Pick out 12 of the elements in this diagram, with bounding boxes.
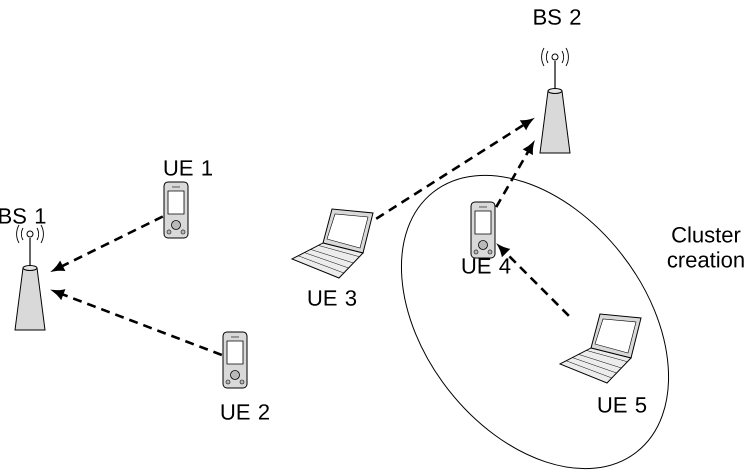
arrow xyxy=(376,119,532,220)
arrow xyxy=(53,290,222,356)
arrow xyxy=(495,142,534,208)
device-label: UE 2 xyxy=(222,404,269,420)
arrow xyxy=(498,245,570,317)
device-label: UE 5 xyxy=(598,397,646,413)
cluster-label: Cluster creation xyxy=(668,226,744,268)
arrow xyxy=(53,215,164,272)
device-label: UE 1 xyxy=(164,160,212,176)
device-label: UE 4 xyxy=(462,258,510,274)
device-label: BS 2 xyxy=(534,9,580,25)
device-label: UE 3 xyxy=(308,290,356,306)
